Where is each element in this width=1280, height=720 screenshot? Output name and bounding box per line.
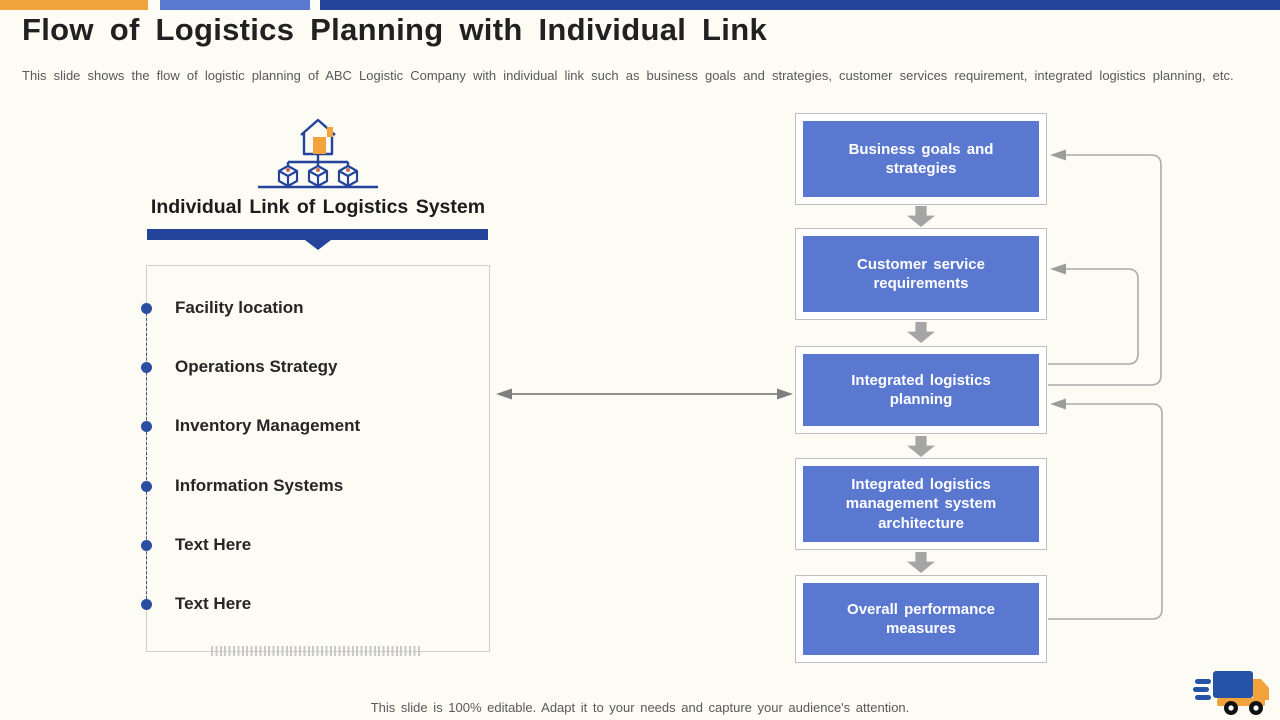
flow-box-label: Customer service requirements [803, 236, 1039, 312]
page-title: Flow of Logistics Planning with Individu… [22, 12, 767, 47]
list-item-label: Text Here [175, 535, 252, 554]
list-item[interactable]: Inventory Management [141, 413, 489, 439]
top-bar-segment-orange [0, 0, 148, 10]
down-arrow-icon [907, 322, 935, 343]
bullet-dot [141, 539, 152, 551]
down-pointer [304, 240, 331, 250]
flow-box-integrated-planning[interactable]: Integrated logistics planning [795, 346, 1047, 434]
list-item-label: Operations Strategy [175, 357, 338, 376]
list-item-label: Facility location [175, 298, 304, 317]
slide-subtitle: This slide shows the flow of logistic pl… [22, 68, 1234, 83]
down-arrow-icon [907, 206, 935, 227]
list-item[interactable]: Information Systems [141, 473, 489, 499]
down-arrow-icon [907, 436, 935, 457]
list-item[interactable]: Text Here [141, 532, 489, 558]
list-item-label: Text Here [175, 594, 252, 613]
list-item[interactable]: Operations Strategy [141, 354, 489, 380]
feedback-loop-b [1048, 263, 1139, 365]
flow-box-label: Integrated logistics management system a… [803, 466, 1039, 542]
flow-box-label: Business goals and strategies [803, 121, 1039, 197]
logistics-network-icon [253, 112, 383, 192]
down-arrow-icon [907, 552, 935, 573]
flow-box-customer-service[interactable]: Customer service requirements [795, 228, 1047, 320]
footer-note: This slide is 100% editable. Adapt it to… [370, 700, 910, 715]
zipper-decoration [211, 646, 421, 656]
flow-box-performance-measures[interactable]: Overall performance measures [795, 575, 1047, 663]
double-arrow [496, 388, 793, 400]
bullet-connector-line [146, 308, 147, 604]
left-panel-heading: Individual Link of Logistics System [150, 196, 486, 218]
delivery-truck-icon [1193, 666, 1273, 718]
list-item-label: Information Systems [175, 476, 344, 495]
list-item-label: Inventory Management [175, 416, 361, 435]
flow-box-business-goals[interactable]: Business goals and strategies [795, 113, 1047, 205]
logistics-system-list: Facility location Operations Strategy In… [141, 265, 490, 656]
top-bar-segment-navy [320, 0, 1280, 10]
heading-underline-bar [147, 229, 488, 250]
list-item[interactable]: Facility location [141, 295, 489, 321]
bullet-dot [141, 598, 152, 610]
list-item[interactable]: Text Here [141, 591, 489, 617]
bullet-dot [141, 480, 152, 492]
feedback-loop-a [1048, 149, 1162, 386]
top-bar-segment-blue [160, 0, 310, 10]
flow-box-label: Overall performance measures [803, 583, 1039, 655]
flow-box-label: Integrated logistics planning [803, 354, 1039, 426]
flow-box-management-architecture[interactable]: Integrated logistics management system a… [795, 458, 1047, 550]
feedback-loop-c [1048, 398, 1163, 620]
bullet-dot [141, 361, 152, 373]
bullet-dot [141, 302, 152, 314]
bullet-dot [141, 420, 152, 432]
